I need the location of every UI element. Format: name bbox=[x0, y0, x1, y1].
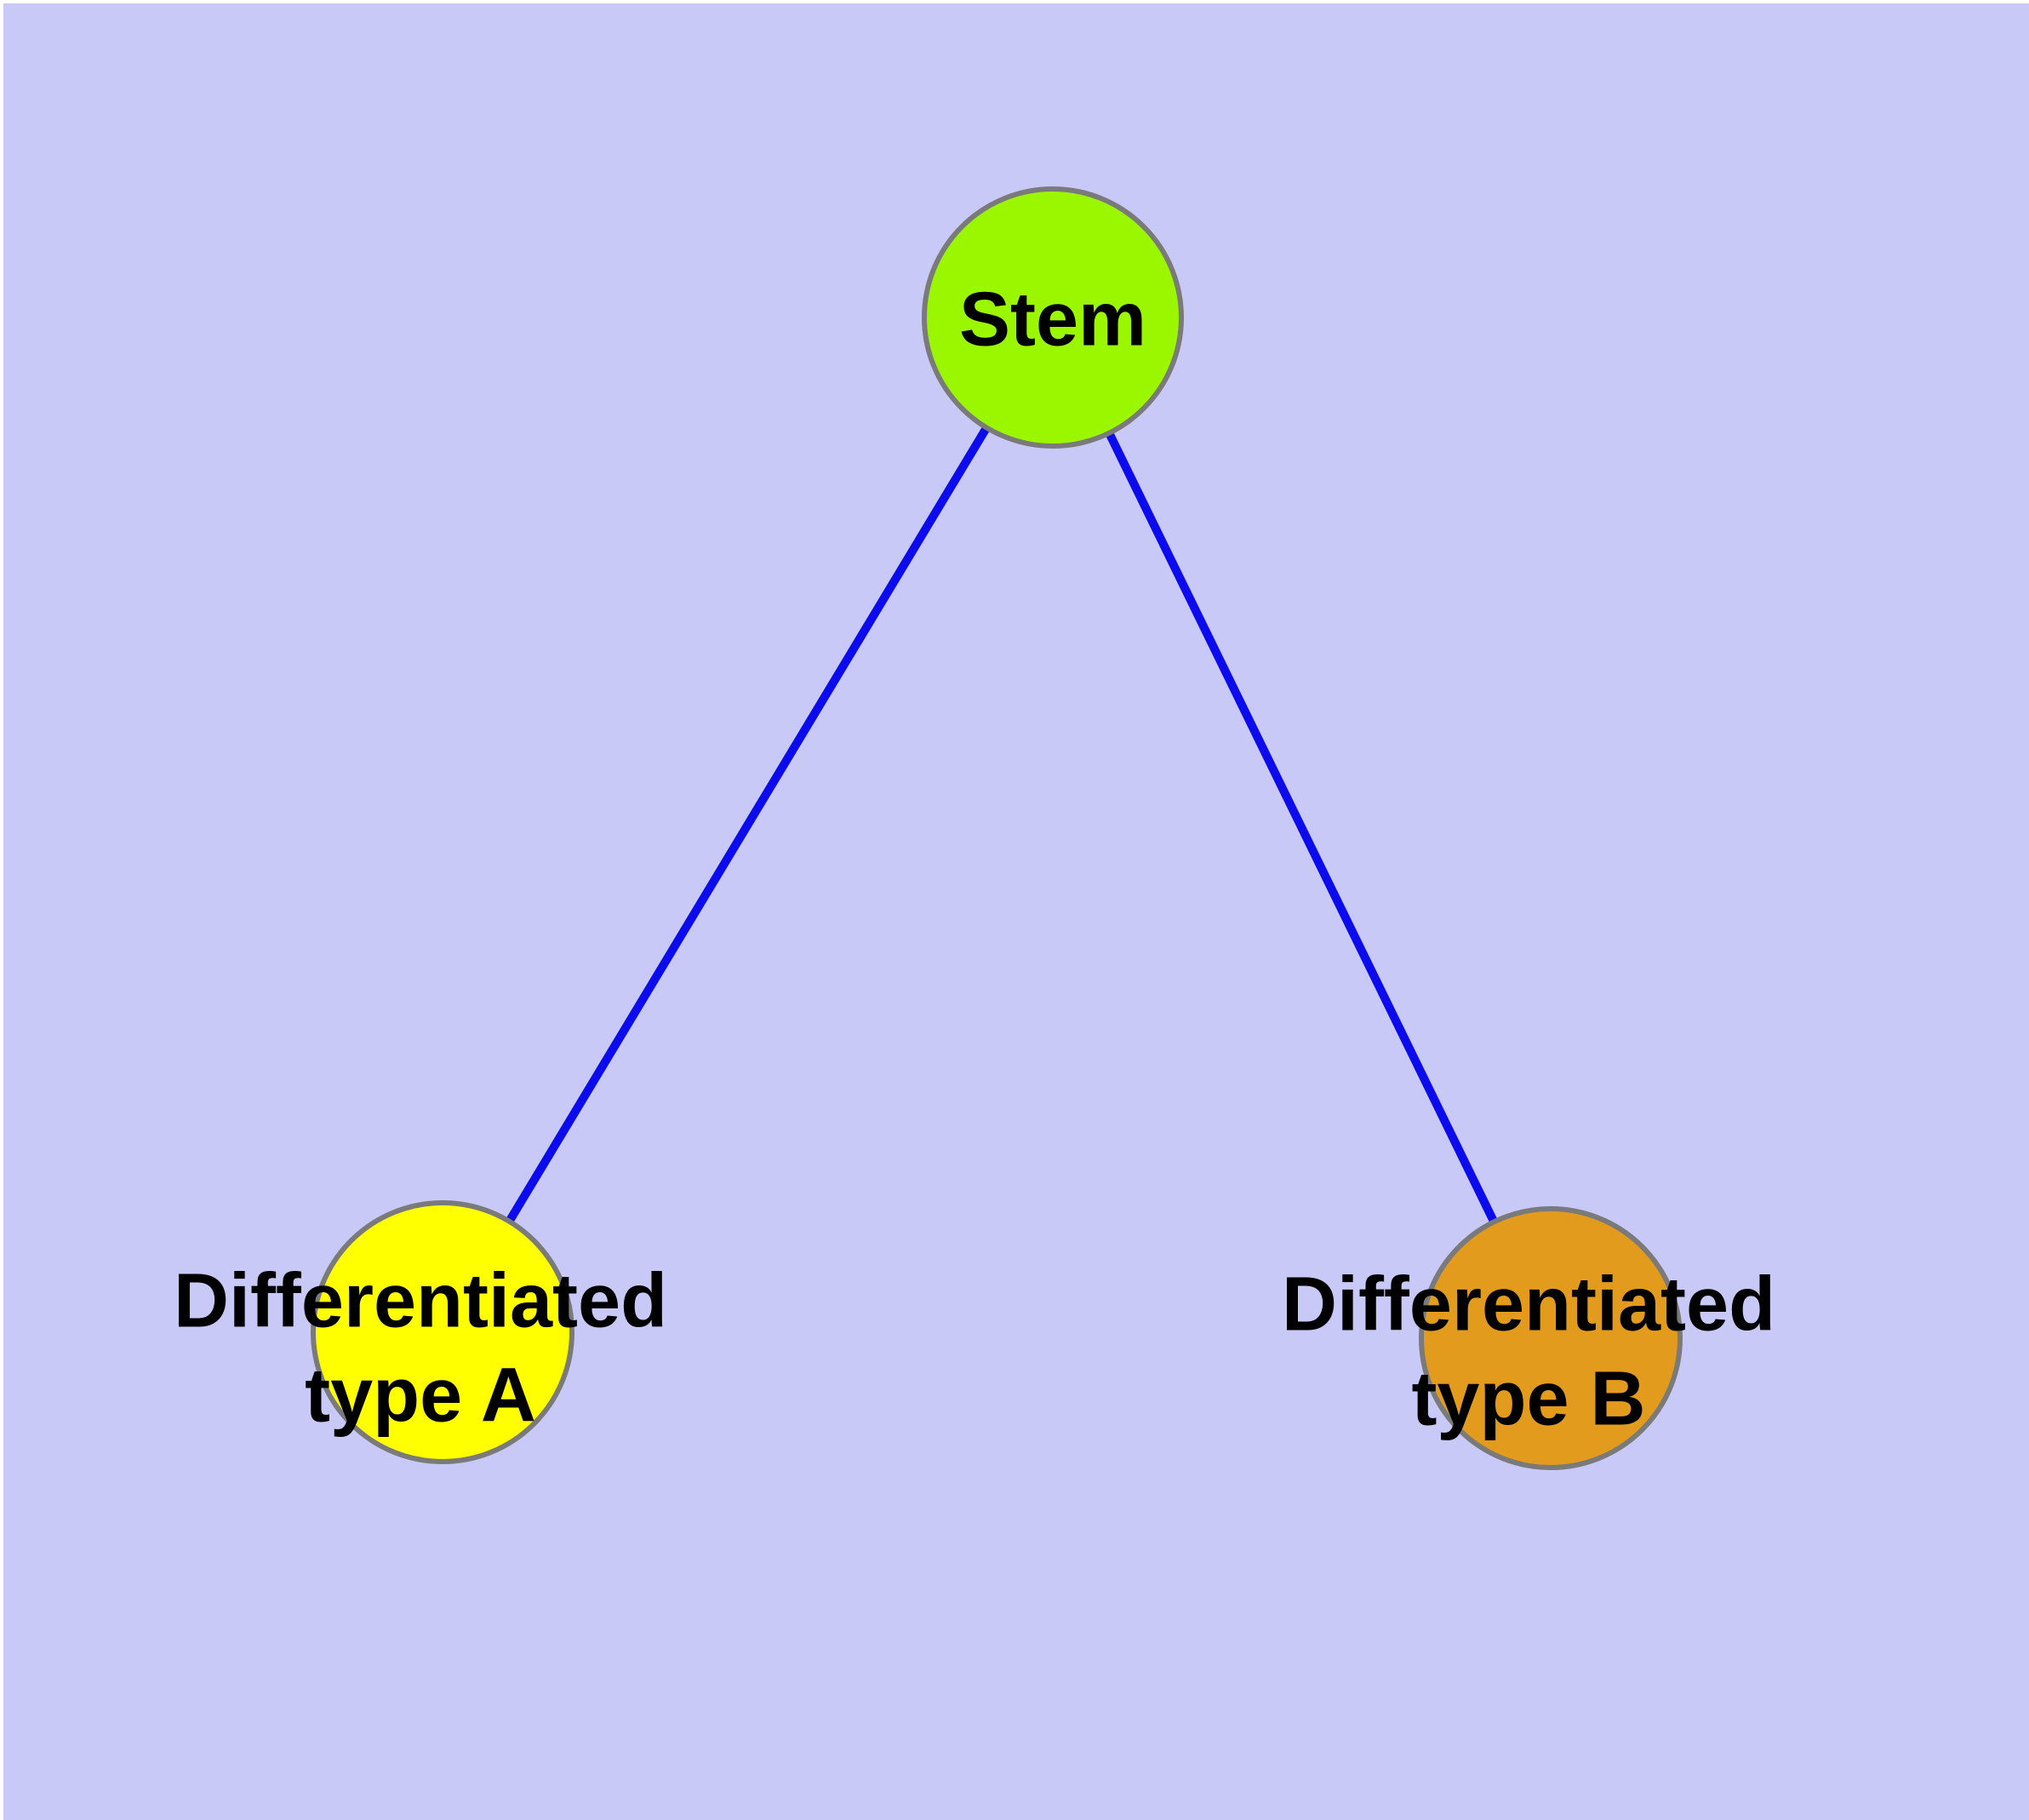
edge-stem-to-type-b bbox=[1049, 315, 1555, 1341]
node-stem-circle bbox=[922, 186, 1184, 449]
node-type-b-label: Differentiated type B bbox=[1281, 1262, 1776, 1441]
graph-svg bbox=[311, 186, 1683, 1470]
node-type-a-label: Differentiated type A bbox=[173, 1258, 668, 1438]
edge-stem-to-type-a bbox=[438, 315, 1057, 1335]
node-stem-label: Stem bbox=[958, 277, 1147, 363]
node-type-a-circle bbox=[311, 1200, 574, 1464]
node-type-b-circle bbox=[1419, 1206, 1683, 1470]
